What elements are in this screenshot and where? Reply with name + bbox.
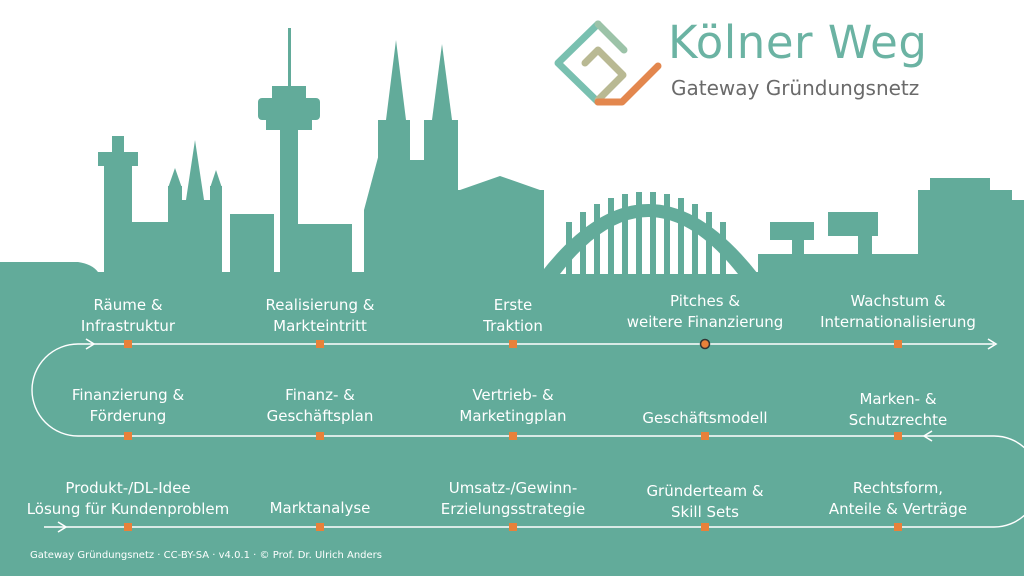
milestone-label: Vertrieb- & Marketingplan (403, 385, 623, 427)
milestone-marker (894, 432, 902, 440)
milestone-label: Wachstum & Internationalisierung (788, 291, 1008, 333)
milestone-marker (894, 523, 902, 531)
milestone-label-line: Internationalisierung (820, 313, 976, 331)
skyline-small-church (168, 140, 222, 274)
milestone-label-line: Anteile & Verträge (828, 500, 968, 518)
milestone-label-line: Realisierung & (265, 296, 375, 314)
milestone-marker (509, 432, 517, 440)
brand-subtitle: Gateway Gründungsnetz (671, 76, 920, 100)
milestone-label: Marktanalyse (210, 498, 430, 519)
milestone-marker (124, 340, 132, 348)
route-line (31, 343, 1024, 528)
milestone-marker (894, 340, 902, 348)
milestone-label-line: Schutzrechte (848, 411, 948, 429)
milestone-marker (316, 523, 324, 531)
route-arrow-icon (922, 430, 933, 442)
journey-path (31, 338, 1024, 533)
milestone-label: Räume & Infrastruktur (18, 295, 238, 337)
milestone-label-line: Marketingplan (459, 407, 567, 425)
current-milestone-marker (699, 338, 711, 350)
milestone-label-line: Förderung (89, 407, 167, 425)
milestone-label-line: Finanz- & (285, 386, 355, 404)
skyline-tv-tower (258, 28, 320, 274)
milestone-label-line: Räume & (93, 296, 163, 314)
milestone-label: Umsatz-/Gewinn- Erzielungsstrategie (403, 478, 623, 520)
route-arrow-icon (85, 338, 96, 350)
milestone-label-line: Vertrieb- & (472, 386, 554, 404)
milestone-label-line: Infrastruktur (80, 317, 176, 335)
route-arrow-icon (987, 338, 998, 350)
milestone-marker (701, 432, 709, 440)
milestone-label-line: Geschäftsmodell (642, 409, 768, 427)
skyline-cathedral (364, 40, 544, 274)
skyline-crane-houses (758, 178, 1024, 274)
milestone-label: Realisierung & Markteintritt (210, 295, 430, 337)
milestone-marker (316, 340, 324, 348)
milestone-label: Finanz- & Geschäftsplan (210, 385, 430, 427)
footer-credit: Gateway Gründungsnetz · CC-BY-SA · v4.0.… (30, 550, 382, 561)
milestone-label: Finanzierung & Förderung (18, 385, 238, 427)
brand-title: Kölner Weg (668, 16, 928, 69)
milestone-marker (124, 432, 132, 440)
skyline-left-tower (104, 158, 132, 274)
milestone-label-line: Gründerteam & (646, 482, 764, 500)
milestone-label: Pitches & weitere Finanzierung (595, 291, 815, 333)
milestone-label-line: Traktion (483, 317, 543, 335)
milestone-marker (316, 432, 324, 440)
milestone-label-line: Skill Sets (671, 503, 739, 521)
milestone-label-line: Lösung für Kundenproblem (26, 500, 230, 518)
route-arrow-icon (57, 521, 68, 533)
logo-mark-icon (554, 20, 662, 106)
milestone-marker (701, 523, 709, 531)
milestone-label: Rechtsform, Anteile & Verträge (788, 478, 1008, 520)
milestone-label-line: Erste (493, 296, 533, 314)
milestone-marker (509, 340, 517, 348)
milestone-label: Gründerteam & Skill Sets (595, 481, 815, 523)
milestone-label-line: Marken- & (859, 390, 937, 408)
milestone-label-line: Geschäftsplan (266, 407, 374, 425)
milestone-markers (124, 338, 902, 531)
milestone-label-line: Markteintritt (273, 317, 367, 335)
milestone-label-line: Produkt-/DL-Idee (65, 479, 191, 497)
milestone-label-line: Umsatz-/Gewinn- (448, 479, 578, 497)
milestone-label-line: Erzielungsstrategie (440, 500, 586, 518)
milestone-marker (124, 523, 132, 531)
milestone-label-line: Rechtsform, (852, 479, 944, 497)
milestone-label-line: Marktanalyse (269, 499, 371, 517)
skyline-bridge-arch (540, 192, 758, 274)
milestone-label: Marken- & Schutzrechte (788, 389, 1008, 431)
milestone-label-line: Finanzierung & (71, 386, 185, 404)
milestone-label-line: Pitches & (669, 292, 741, 310)
milestone-label-line: weitere Finanzierung (626, 313, 784, 331)
milestone-label: Geschäftsmodell (595, 408, 815, 429)
milestone-label-line: Wachstum & (850, 292, 946, 310)
skyline-hill (0, 262, 98, 272)
milestone-marker (509, 523, 517, 531)
